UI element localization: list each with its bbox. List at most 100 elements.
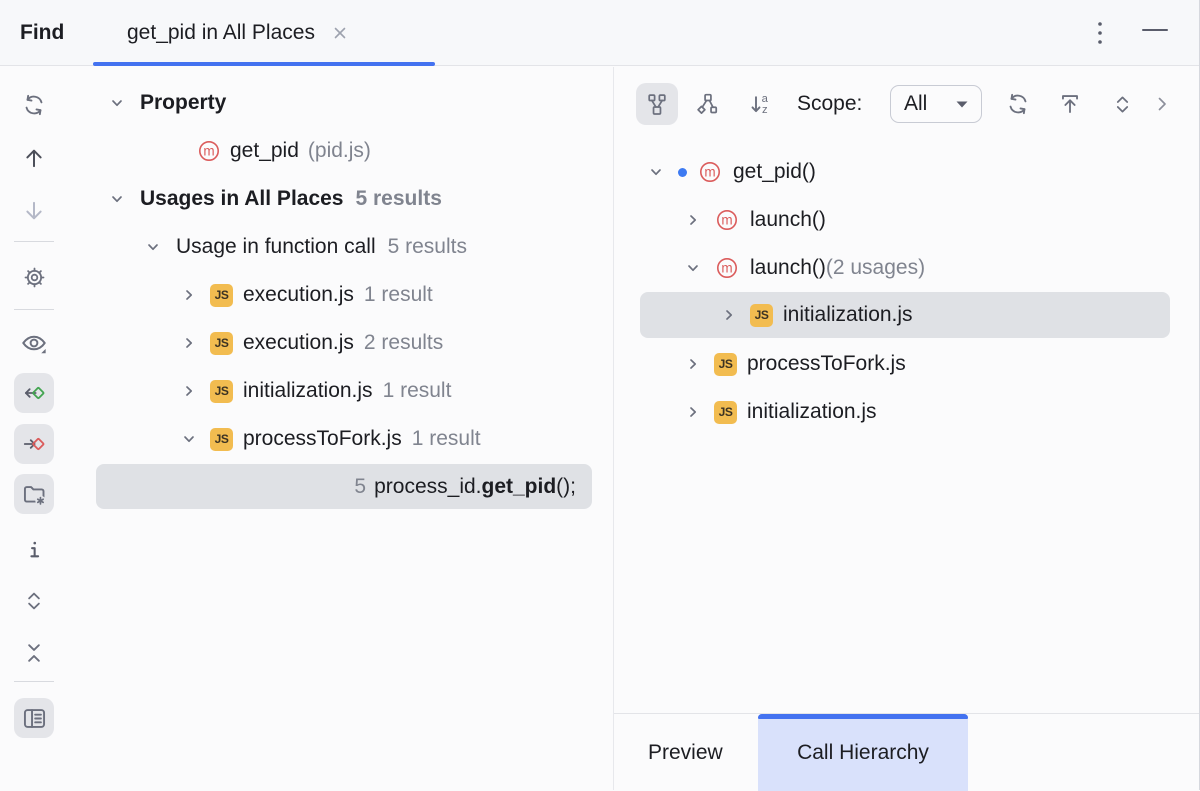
settings-gear-icon[interactable]	[14, 257, 54, 297]
method-icon: m	[698, 160, 722, 184]
chevron-right-icon[interactable]	[178, 284, 200, 306]
layout-options-icon[interactable]	[14, 698, 54, 738]
chevron-right-icon[interactable]	[178, 380, 200, 402]
base-on-this-method-icon[interactable]	[1049, 83, 1091, 125]
hierarchy-row-file[interactable]: JS initialization.js	[614, 388, 877, 436]
method-icon: m	[715, 256, 739, 280]
usage-type-label: Usage in function call	[176, 235, 376, 258]
svg-text:m: m	[721, 260, 732, 275]
usage-count: (2 usages)	[825, 256, 926, 279]
file-name: initialization.js	[747, 400, 877, 423]
result-count: 1 result	[411, 427, 481, 450]
tree-row-usages-group[interactable]: Usages in All Places 5 results	[96, 175, 442, 223]
tree-row-target-symbol[interactable]: m get_pid (pid.js)	[96, 127, 371, 175]
svg-text:a: a	[761, 93, 768, 105]
method-name: get_pid()	[733, 160, 816, 183]
rail-separator	[14, 241, 54, 242]
expand-all-icon[interactable]	[14, 581, 54, 621]
hierarchy-row-file-selected[interactable]: JS initialization.js	[640, 292, 1170, 338]
method-icon: m	[715, 208, 739, 232]
line-number: 5	[354, 474, 367, 498]
method-name: launch()(2 usages)	[750, 256, 926, 279]
chevron-right-icon[interactable]	[682, 209, 704, 231]
rerun-search-icon[interactable]	[14, 85, 54, 125]
matched-symbol: get_pid	[481, 474, 557, 498]
base-method-dot-icon	[678, 167, 687, 177]
chevron-right-icon[interactable]	[682, 353, 704, 375]
search-tab[interactable]: get_pid in All Places	[93, 0, 435, 66]
file-name: initialization.js	[243, 379, 373, 402]
more-options-icon[interactable]	[1086, 13, 1114, 53]
hierarchy-row-root[interactable]: m get_pid()	[614, 148, 816, 196]
navigate-with-single-click-icon[interactable]	[14, 373, 54, 413]
tab-call-hierarchy[interactable]: Call Hierarchy	[758, 714, 968, 791]
open-in-new-tab-folder-icon[interactable]	[14, 474, 54, 514]
hierarchy-row-method[interactable]: m launch()(2 usages)	[614, 244, 925, 292]
tree-row-file[interactable]: JS execution.js 2 results	[96, 319, 443, 367]
chevron-down-icon[interactable]	[645, 161, 667, 183]
search-tab-label: get_pid in All Places	[127, 21, 315, 44]
javascript-file-icon: JS	[210, 379, 233, 403]
chevron-down-icon[interactable]	[106, 188, 128, 210]
chevron-down-icon[interactable]	[682, 257, 704, 279]
previous-occurrence-icon[interactable]	[14, 138, 54, 178]
file-name: processToFork.js	[747, 352, 906, 375]
more-toolbar-chevron-icon[interactable]	[1141, 83, 1183, 125]
refresh-hierarchy-icon[interactable]	[997, 83, 1039, 125]
window-title: Find	[20, 21, 65, 44]
navigate-to-source-icon[interactable]	[14, 424, 54, 464]
javascript-file-icon: JS	[714, 352, 737, 376]
active-tab-underline	[93, 62, 435, 66]
caller-hierarchy-icon[interactable]	[687, 83, 729, 125]
chevron-right-icon[interactable]	[718, 304, 740, 326]
result-count: 5 results	[355, 187, 442, 210]
usage-info-icon[interactable]	[14, 530, 54, 570]
tree-row-usage-type[interactable]: Usage in function call 5 results	[96, 223, 467, 271]
tree-row-usage-line-selected[interactable]: 5 process_id.get_pid();	[96, 464, 592, 509]
tree-row-file[interactable]: JS processToFork.js 1 result	[96, 415, 481, 463]
hierarchy-row-method[interactable]: m launch()	[614, 196, 826, 244]
javascript-file-icon: JS	[714, 400, 737, 424]
file-name: execution.js	[243, 283, 354, 306]
svg-text:m: m	[704, 164, 715, 179]
result-count: 1 result	[363, 283, 433, 306]
rail-separator	[14, 309, 54, 310]
tab-preview-label: Preview	[648, 740, 723, 764]
chevron-down-icon[interactable]	[142, 236, 164, 258]
next-occurrence-icon[interactable]	[14, 191, 54, 231]
method-name: launch()	[750, 208, 826, 231]
expand-all-icon[interactable]	[1101, 83, 1143, 125]
bottom-tab-bar: Preview Call Hierarchy	[614, 713, 1199, 791]
tree-row-file[interactable]: JS initialization.js 1 result	[96, 367, 451, 415]
javascript-file-icon: JS	[210, 427, 233, 451]
symbol-file: (pid.js)	[307, 139, 371, 162]
scope-value: All	[904, 92, 928, 115]
group-label: Property	[140, 91, 227, 114]
chevron-right-icon[interactable]	[682, 401, 704, 423]
tree-row-file[interactable]: JS execution.js 1 result	[96, 271, 433, 319]
preview-eye-icon[interactable]	[14, 323, 54, 363]
svg-text:z: z	[761, 104, 767, 116]
hide-tool-window-icon[interactable]	[1138, 16, 1172, 44]
symbol-name: get_pid	[230, 139, 299, 162]
scope-dropdown[interactable]: All	[890, 85, 982, 123]
chevron-right-icon[interactable]	[178, 332, 200, 354]
hierarchy-row-file[interactable]: JS processToFork.js	[614, 340, 906, 388]
dropdown-caret-icon	[956, 101, 968, 107]
javascript-file-icon: JS	[750, 303, 773, 327]
chevron-down-icon[interactable]	[178, 428, 200, 450]
panel-divider[interactable]	[613, 67, 614, 790]
file-name: initialization.js	[783, 303, 913, 326]
tab-call-hierarchy-label: Call Hierarchy	[797, 740, 929, 764]
callee-hierarchy-icon[interactable]	[636, 83, 678, 125]
tab-preview[interactable]: Preview	[640, 714, 731, 791]
chevron-down-icon[interactable]	[106, 92, 128, 114]
result-count: 5 results	[387, 235, 467, 258]
group-label: Usages in All Places	[140, 187, 344, 210]
collapse-all-icon[interactable]	[14, 633, 54, 673]
tree-row-property-group[interactable]: Property	[96, 79, 226, 127]
close-icon[interactable]	[329, 22, 351, 44]
javascript-file-icon: JS	[210, 283, 233, 307]
